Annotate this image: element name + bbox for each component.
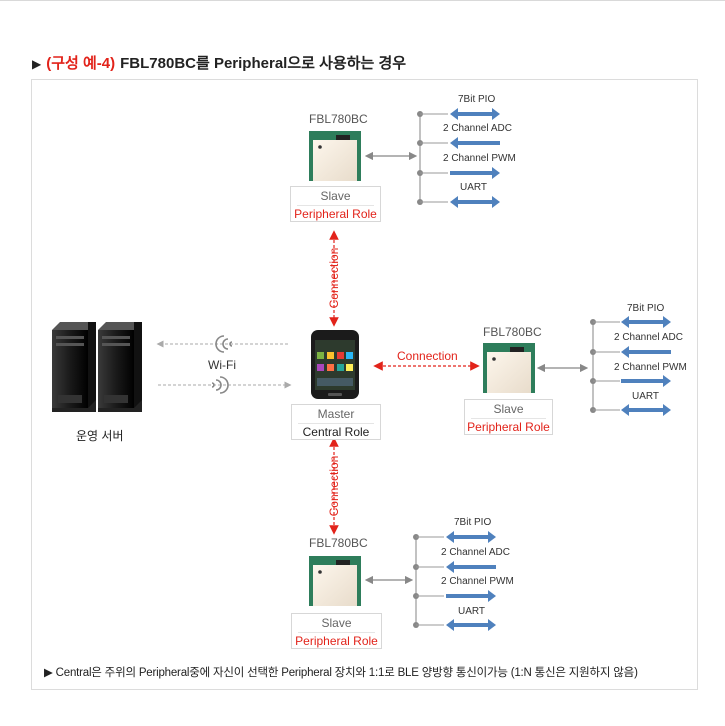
module-top-role-bottom: Peripheral Role	[294, 207, 377, 221]
top-divider	[0, 0, 725, 1]
io-bus-bottom	[413, 534, 444, 628]
module-bottom-role-box: Slave Peripheral Role	[291, 613, 382, 649]
module-right-io-label: 2 Channel ADC	[614, 332, 683, 343]
module-right-io-label: 7Bit PIO	[627, 303, 665, 314]
wifi-signal-icon-top	[215, 335, 233, 353]
io-bus-right	[590, 319, 620, 413]
module-bottom-io-label: 2 Channel PWM	[441, 576, 514, 587]
module-top-role-box: Slave Peripheral Role	[290, 186, 381, 222]
module-right-io-label: 2 Channel PWM	[614, 362, 687, 373]
module-right-title: FBL780BC	[483, 325, 542, 339]
module-top-io-label: UART	[460, 182, 488, 193]
module-top-io-label: 7Bit PIO	[458, 94, 496, 105]
footnote: ▶ Central은 주위의 Peripheral중에 자신이 선택한 Peri…	[44, 667, 638, 679]
io-bus-top	[417, 111, 448, 205]
connection-label-top: Connection	[327, 247, 341, 309]
wifi-label: Wi-Fi	[208, 358, 236, 372]
connection-label-bottom: Connection	[327, 455, 341, 517]
module-right-io-label: UART	[632, 391, 660, 402]
module-top-io-label: 2 Channel ADC	[443, 123, 512, 134]
module-bottom-io-label: 7Bit PIO	[454, 517, 492, 528]
title-text: FBL780BC를 Peripheral으로 사용하는 경우	[120, 55, 407, 72]
module-bottom-title: FBL780BC	[309, 536, 368, 550]
io-arrows-bottom	[446, 531, 496, 631]
server-label: 운영 서버	[76, 429, 124, 443]
wifi-signal-icon-bottom	[211, 376, 229, 394]
module-bottom-role-top: Slave	[321, 616, 352, 630]
module-bottom-role-bottom: Peripheral Role	[295, 634, 378, 648]
io-arrows-top	[450, 108, 500, 208]
title-example-tag: (구성 예-4)	[46, 55, 116, 72]
module-right-role-top: Slave	[493, 402, 524, 416]
module-chip-top	[309, 131, 361, 181]
module-top-io-label: 2 Channel PWM	[443, 153, 516, 164]
master-role-top: Master	[317, 407, 355, 421]
io-arrows-right	[621, 316, 671, 416]
server-icon	[52, 322, 142, 412]
module-top-role-top: Slave	[320, 189, 351, 203]
master-role-box: Master Central Role	[291, 404, 381, 440]
module-top-title: FBL780BC	[309, 112, 368, 126]
module-bottom-io-label: UART	[458, 606, 486, 617]
module-right-role-box: Slave Peripheral Role	[464, 399, 553, 435]
diagram-panel	[31, 79, 698, 690]
smartphone-icon	[311, 330, 359, 399]
module-right-role-bottom: Peripheral Role	[467, 420, 550, 434]
module-chip-bottom	[309, 556, 361, 606]
page-title: ▶ (구성 예-4)FBL780BC를 Peripheral으로 사용하는 경우	[32, 52, 406, 73]
connection-label-right: Connection	[397, 349, 458, 363]
master-role-bottom: Central Role	[302, 425, 370, 439]
title-marker: ▶	[32, 57, 42, 71]
module-bottom-io-label: 2 Channel ADC	[441, 547, 510, 558]
module-chip-right	[483, 343, 535, 393]
